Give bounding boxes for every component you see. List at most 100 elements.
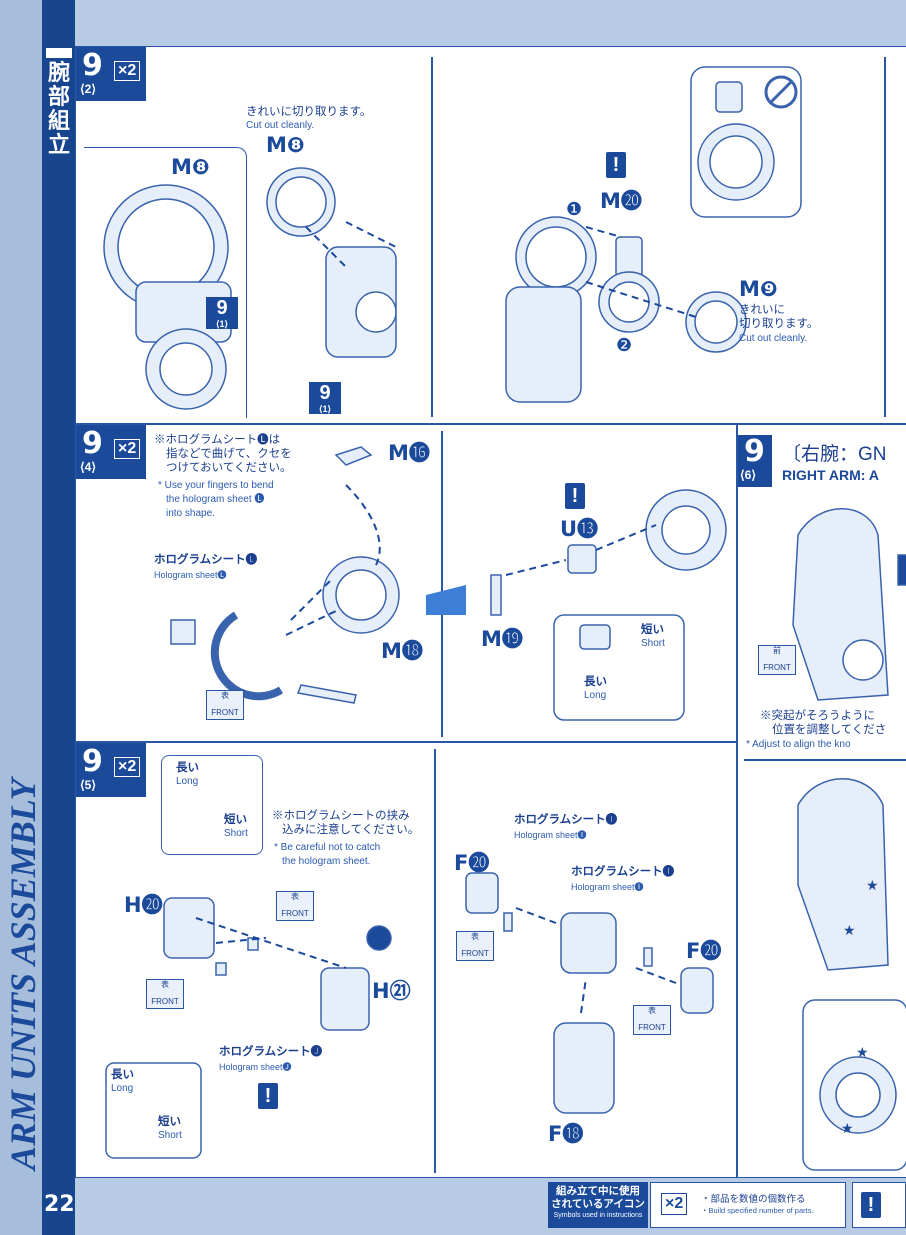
long-label-en: Long (584, 690, 607, 701)
step-9-4-badge: 9 ⟨4⟩ ×2 (76, 425, 146, 479)
long-label-en: Long (176, 776, 199, 787)
ref-step-sub: ⟨1⟩ (318, 404, 332, 414)
legend-title-en: Symbols used in instructions (553, 1212, 643, 1219)
short-label-jp: 短い (224, 814, 247, 826)
step-9-6-drawing: ★ ★ ★ ★ (792, 508, 906, 1171)
long-label-jp: 長い (584, 676, 607, 688)
alert-icon: ! (565, 483, 585, 509)
front-icon: 表 FRONT (456, 931, 494, 961)
step-sub: ⟨2⟩ (80, 82, 97, 96)
part-label-m20: M⓴ (600, 189, 642, 213)
multiplier-badge: ×2 (114, 757, 141, 777)
ref-step-sub: ⟨1⟩ (215, 319, 229, 329)
ref-step-number: 9 (319, 382, 331, 404)
step-9-2-badge: 9 ⟨2⟩ ×2 (76, 47, 146, 101)
cut-note-en: Cut out cleanly. (246, 120, 315, 131)
legend-title-jp: 組み立て中に使用 (556, 1185, 640, 1197)
step-9-4-panel: 9 ⟨4⟩ ×2 ※ホログラムシート🅛は 指などで曲げて、クセを つけておいてく… (75, 424, 737, 742)
front-label-jp: 表 (161, 980, 169, 989)
front-label-en: FRONT (638, 1023, 666, 1032)
front-icon: 前 FRONT (758, 645, 796, 675)
step-sub: ⟨6⟩ (740, 468, 757, 482)
hologram-label-en: Hologram sheet🅛 (154, 570, 227, 580)
front-label-en: FRONT (461, 949, 489, 958)
order-marker-2: ❷ (616, 335, 633, 355)
note-en: into shape. (166, 508, 215, 519)
part-label-f20: F⓴ (686, 939, 722, 963)
step-number: 9 (82, 426, 103, 461)
cut-note-jp: きれいに (739, 304, 785, 316)
hologram-label-en: Hologram sheet🅘 (571, 882, 644, 892)
note-en: * Be careful not to catch (274, 842, 381, 853)
divider (441, 431, 443, 737)
step-9-5-badge: 9 ⟨5⟩ ×2 (76, 743, 146, 797)
left-margin (0, 0, 42, 1235)
hologram-label-jp: ホログラムシート🅘 (571, 866, 675, 878)
front-label-jp: 表 (648, 1006, 656, 1015)
note-jp: ※突起がそろうように (760, 710, 875, 722)
short-label-en: Short (641, 638, 665, 649)
divider (884, 57, 886, 417)
legend-x2: ×2 ・部品を数値の個数作る ・Build specified number o… (650, 1182, 846, 1228)
cut-note-en: Cut out cleanly. (739, 333, 808, 344)
long-label-en: Long (111, 1083, 134, 1094)
step-number: 9 (82, 744, 103, 779)
note-jp: 込みに注意してください。 (282, 824, 420, 836)
short-label-jp: 短い (641, 624, 664, 636)
front-icon: 表 FRONT (633, 1005, 671, 1035)
front-label-jp: 表 (291, 892, 299, 901)
step-sub: ⟨5⟩ (80, 778, 97, 792)
ref-step-number: 9 (216, 297, 228, 319)
page-number: 22 (44, 1192, 75, 1217)
svg-text:★: ★ (866, 877, 879, 893)
part-label-h21: H㉑ (372, 979, 411, 1003)
size-callout (161, 755, 263, 855)
note-jp: ※ホログラムシートの挟み (272, 810, 410, 822)
front-label-jp: 表 (221, 691, 229, 700)
legend-x2-jp: ・部品を数値の個数作る (701, 1194, 806, 1205)
hologram-label-jp: ホログラムシート🅘 (514, 814, 618, 826)
note-jp: 指などで曲げて、クセを (166, 448, 292, 460)
short-label-jp: 短い (158, 1116, 181, 1128)
step-9-5-panel: 9 ⟨5⟩ ×2 長い Long 短い Short ※ホログラムシートの挟み 込… (75, 742, 737, 1178)
short-label-en: Short (224, 828, 248, 839)
hologram-label-en: Hologram sheet🅙 (219, 1062, 292, 1072)
part-label-f20: F⓴ (454, 851, 490, 875)
short-label-en: Short (158, 1130, 182, 1141)
step-9-5-drawing (105, 872, 714, 1159)
step-number: 9 (744, 434, 765, 469)
cut-note-jp: きれいに切り取ります。 (246, 106, 372, 118)
legend-alert: ! (852, 1182, 906, 1228)
step-9-6-panel: 9 ⟨6⟩ 〔右腕：GN RIGHT ARM: A ★ ★ ★ ★ 前 FRON… (737, 424, 906, 1178)
part-label-h20: H⓴ (124, 893, 163, 917)
step-sub: ⟨4⟩ (80, 460, 97, 474)
note-en: * Adjust to align the kno (746, 739, 851, 750)
note-en: the hologram sheet. (282, 856, 371, 867)
note-en: * Use your fingers to bend (158, 480, 274, 491)
left-sidebar (42, 0, 75, 1235)
section-title-en: ARM UNITS ASSEMBLY (3, 778, 43, 1170)
legend-x2-en: ・Build specified number of parts. (701, 1206, 814, 1215)
note-jp: 位置を調整してくださ (772, 724, 887, 736)
alert-icon: ! (606, 152, 626, 178)
front-label-jp: 表 (471, 932, 479, 941)
front-icon: 表 FRONT (276, 891, 314, 921)
front-label-en: FRONT (211, 708, 239, 717)
section-title-jp: 腕部組立 (47, 61, 70, 158)
multiplier-badge: ×2 (114, 61, 141, 81)
step-9-2-panel: 9 ⟨2⟩ ×2 M❽ きれいに切り取ります。 Cut out cleanly.… (75, 46, 906, 424)
note-en: the hologram sheet 🅛 (166, 494, 265, 505)
front-label-en: FRONT (281, 909, 309, 918)
part-label-m8: M❽ (171, 155, 210, 179)
part-label-m16: M⓰ (388, 441, 430, 465)
front-label-en: FRONT (763, 663, 791, 672)
order-marker-1: ❶ (566, 199, 583, 219)
hologram-label-jp: ホログラムシート🅛 (154, 554, 258, 566)
section-marker (46, 48, 72, 58)
alert-icon: ! (258, 1083, 278, 1109)
part-label-m8: M❽ (266, 133, 305, 157)
multiplier-badge: ×2 (114, 439, 141, 459)
divider (744, 759, 906, 761)
front-label-jp: 前 (773, 646, 781, 655)
multiplier-icon: ×2 (661, 1193, 688, 1215)
